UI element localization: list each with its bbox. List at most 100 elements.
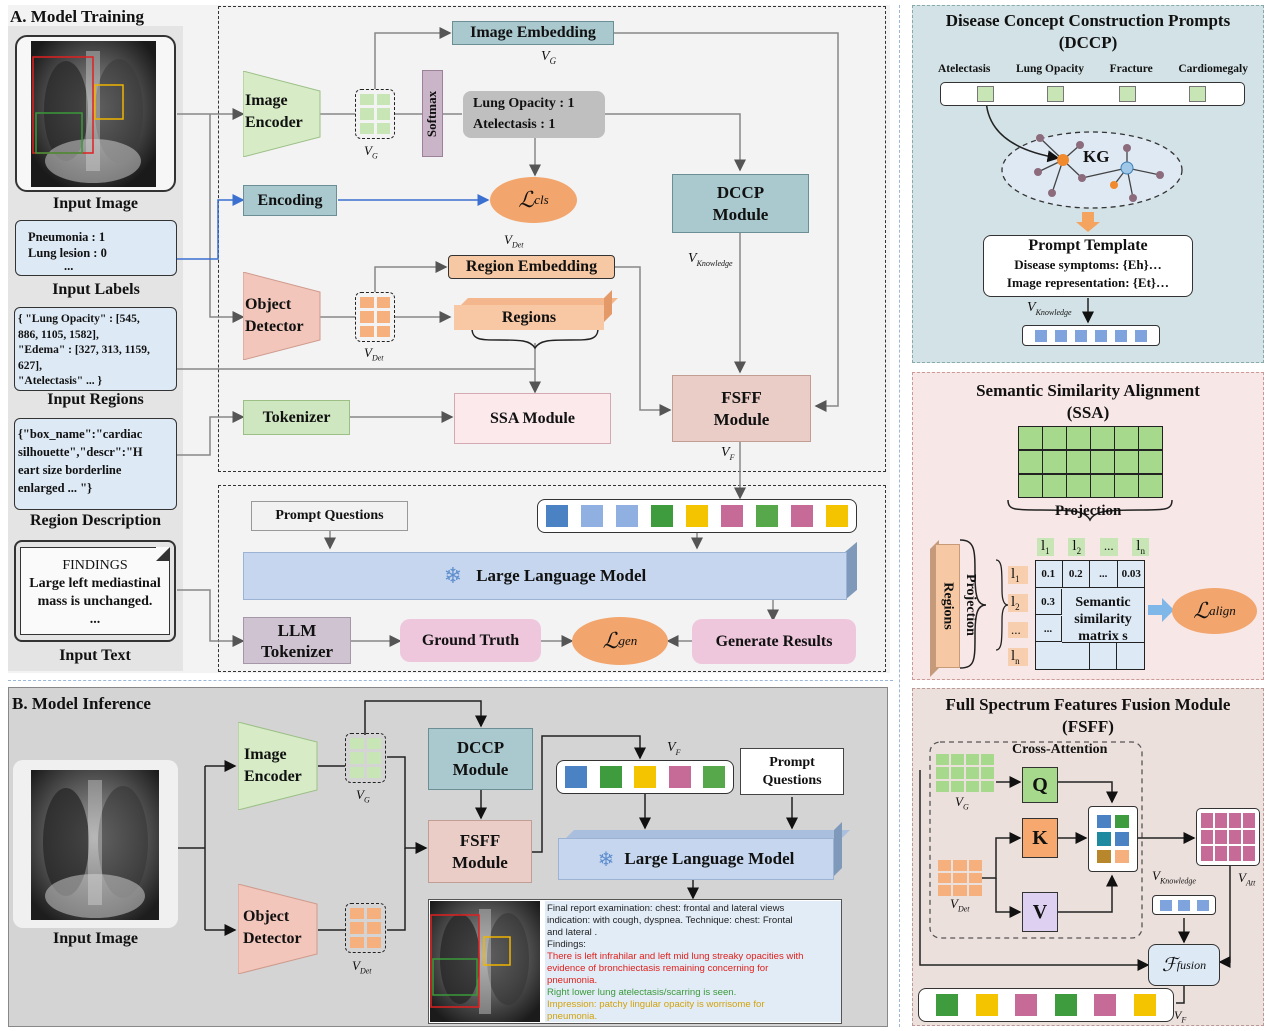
vg-label-b: VG <box>356 787 370 805</box>
report-line: and lateral . <box>547 927 598 938</box>
object-detector-line-2: Detector <box>245 318 304 335</box>
output-token <box>975 994 998 1016</box>
input-text-label: Input Text <box>59 647 131 664</box>
vknowledge-label-panel: VKnowledge <box>1027 300 1072 317</box>
projection-cell <box>1043 474 1066 497</box>
vdet-cell <box>376 311 390 323</box>
matrix-cell <box>1090 643 1118 670</box>
label-l: l <box>1011 594 1016 610</box>
vf-label-b: VF <box>667 740 681 757</box>
vdet-cell <box>350 936 364 948</box>
vdet-label-b: VDet <box>352 958 372 976</box>
prompt-questions-b: Prompt Questions <box>740 748 844 795</box>
prompt-template-symptoms: Disease symptoms: {Eh}… <box>1014 257 1162 272</box>
label-sub: n <box>1140 546 1145 556</box>
vg-grid-b <box>345 733 386 783</box>
input-text-document: FINDINGS Large left mediastinal mass is … <box>20 547 170 635</box>
vg-label-top: VG <box>541 49 556 66</box>
vdet-cell <box>367 908 381 920</box>
vdet-cell <box>360 325 374 337</box>
region-line-4: 627], <box>18 359 42 372</box>
output-token <box>1094 994 1117 1016</box>
concept-label: Atelectasis <box>938 63 991 75</box>
llm-box-a: ❄Large Language Model <box>243 552 847 600</box>
fsff-vg-grid <box>936 754 994 792</box>
k-box: K <box>1022 818 1058 858</box>
prompt-template-representation: Image representation: {Et}… <box>1006 275 1170 290</box>
object-detector-shape <box>243 272 321 360</box>
vg-cell <box>951 767 964 779</box>
vdet-cell <box>968 872 982 884</box>
report-line: evidence of bronchiectasis remaining con… <box>547 963 769 974</box>
vdet-cell <box>938 885 952 896</box>
matrix-cell: 0.3 <box>1035 589 1062 615</box>
fsff-module-b: FSFF Module <box>428 820 532 883</box>
attention-cell <box>1115 849 1129 863</box>
vg-cell <box>951 754 964 766</box>
document-fold <box>156 547 170 561</box>
token-bar-b <box>556 760 734 794</box>
vatt-sub: Att <box>1245 878 1256 888</box>
label-sub: 1 <box>1045 546 1050 556</box>
ssa-title-line-1: Semantic Similarity Alignment <box>976 381 1200 400</box>
regions-box: Regions <box>454 305 604 330</box>
vdet-sub: Det <box>511 240 524 250</box>
label-l: l <box>1136 538 1141 554</box>
report-line: Impression: patchy lingular opacity is w… <box>547 999 765 1010</box>
matrix-caption-line-2: similarity <box>1074 612 1132 627</box>
region-description-label: Region Description <box>29 512 162 529</box>
v-box: V <box>1022 892 1058 932</box>
fsff-line-2: Module <box>713 409 770 429</box>
matrix-cell: ... <box>1035 616 1062 642</box>
ssa-regions-box: Regions <box>935 544 960 668</box>
concept-token <box>1189 86 1206 102</box>
vg-sub: G <box>549 55 557 66</box>
concept-labels: Atelectasis Lung Opacity Fracture Cardio… <box>938 63 1248 75</box>
findings-line-2: mass is unchanged. <box>37 594 153 609</box>
chest-xray-image <box>31 41 156 187</box>
report-line: pneumonia. <box>547 1011 598 1022</box>
tokenizer-box: Tokenizer <box>243 400 350 435</box>
image-encoder-b-label: Image Encoder <box>244 744 316 788</box>
llm-label-a: Large Language Model <box>476 566 647 585</box>
ssa-regions-label: Regions <box>940 582 956 630</box>
vg-label-encoder: VG <box>364 143 378 161</box>
vdet-label-detector: VDet <box>364 345 384 363</box>
token <box>616 505 638 527</box>
label-l: l <box>1041 538 1046 554</box>
dccp-b-line-1: DCCP <box>456 738 505 757</box>
attention-cell <box>1097 849 1111 863</box>
vknowledge-sub: Knowledge <box>1159 876 1196 886</box>
llm-box-b-top <box>566 830 850 838</box>
object-detector-b-line-2: Detector <box>243 930 302 947</box>
prediction-line-2: Atelectasis : 1 <box>473 117 556 132</box>
ssa-projection-vertical: Projection <box>962 560 978 650</box>
loss-cls-sub: cls <box>534 192 549 207</box>
vknowledge-sub: Knowledge <box>1035 307 1072 317</box>
input-labels-label: Input Labels <box>52 281 140 298</box>
ssa-left-labels: l1 l2 ... ln <box>1008 566 1028 666</box>
softmax-label: Softmax <box>424 90 440 137</box>
q-box: Q <box>1022 767 1058 803</box>
vdet-sub: Det <box>957 904 970 914</box>
vknowledge-sub: Knowledge <box>696 258 733 268</box>
vatt-cell <box>1243 846 1255 861</box>
vg-cell <box>367 766 381 778</box>
vdet-cell <box>367 936 381 948</box>
matrix-row-1: 0.1 0.2 ... 0.03 <box>1035 560 1145 588</box>
fsff-panel-title: Full Spectrum Features Fusion Module (FS… <box>912 694 1264 738</box>
vg-cell <box>951 780 964 792</box>
prompt-template-box: Prompt Template Disease symptoms: {Eh}… … <box>983 235 1193 297</box>
token-bar-a <box>537 499 857 533</box>
vg-feature-grid <box>355 89 395 139</box>
output-token <box>936 994 959 1016</box>
projection-cell <box>1139 427 1162 450</box>
vdet-feature-grid <box>355 292 395 342</box>
projection-cell <box>1067 427 1090 450</box>
vg-sub: G <box>363 795 370 805</box>
input-regions-box: { "Lung Opacity" : [545, 886, 1105, 1582… <box>14 307 177 391</box>
vdet-cell <box>350 908 364 920</box>
label-l: l <box>1011 566 1016 582</box>
projection-cell <box>1115 474 1138 497</box>
matrix-cell <box>1062 643 1090 670</box>
